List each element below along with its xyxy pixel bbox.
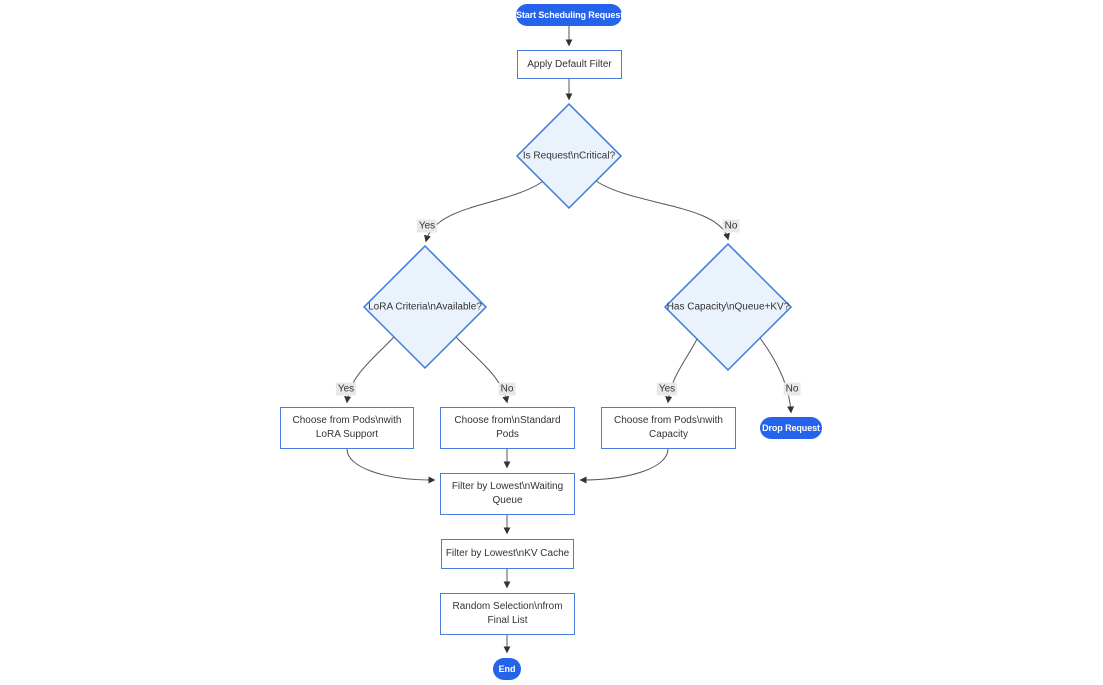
diamond-lora-criteria [362, 244, 488, 370]
node-filter-kv-cache-label: Filter by Lowest\nKV Cache [445, 548, 570, 559]
edge-critical-yes-to-lora [424, 181, 543, 243]
node-filter-waiting-queue: Filter by Lowest\nWaiting Queue [440, 473, 575, 515]
node-choose-lora-pods: Choose from Pods\nwith LoRA Support [280, 407, 414, 449]
edge-label-lora-yes: Yes [335, 382, 357, 396]
node-apply-default-filter-label: Apply Default Filter [527, 58, 612, 70]
node-lora-criteria-label: LoRA Criteria\nAvailable? [368, 301, 482, 313]
node-choose-standard-pods: Choose from\nStandard Pods [440, 407, 575, 449]
diamond-is-critical [515, 102, 623, 210]
node-choose-capacity-pods: Choose from Pods\nwith Capacity [601, 407, 736, 449]
edge-capacity-no-to-drop [759, 337, 795, 414]
edge-label-lora-no: No [498, 382, 516, 396]
node-choose-standard-pods-label: Choose from\nStandard Pods [454, 415, 561, 440]
node-random-selection-label: Random Selection\nfrom Final List [452, 601, 563, 626]
node-choose-capacity-pods-label: Choose from Pods\nwith Capacity [614, 415, 723, 440]
node-filter-waiting-queue-label: Filter by Lowest\nWaiting Queue [451, 481, 564, 506]
edge-lora-pods-to-filter-queue [346, 448, 436, 484]
node-has-capacity-label: Has Capacity\nQueue+KV? [666, 301, 790, 313]
node-end-label: End [498, 664, 516, 674]
node-start: Start Scheduling Request [516, 4, 624, 26]
node-start-label: Start Scheduling Request [516, 10, 624, 20]
edge-critical-no-to-capacity [595, 180, 730, 241]
node-choose-lora-pods-label: Choose from Pods\nwith LoRA Support [292, 415, 402, 440]
edge-label-critical-no: No [722, 219, 740, 233]
node-end: End [493, 658, 521, 680]
node-is-critical-label: Is Request\nCritical? [522, 150, 616, 162]
node-filter-kv-cache: Filter by Lowest\nKV Cache [441, 539, 574, 569]
edge-label-capacity-no: No [783, 382, 801, 396]
node-random-selection: Random Selection\nfrom Final List [440, 593, 575, 635]
edge-label-capacity-yes: Yes [656, 382, 678, 396]
node-drop-request: Drop Request [760, 417, 822, 439]
edge-capacity-pods-to-filter-queue [579, 448, 669, 484]
edge-label-critical-yes: Yes [416, 219, 438, 233]
node-apply-default-filter: Apply Default Filter [517, 50, 622, 79]
node-drop-request-label: Drop Request [762, 423, 820, 433]
diamond-has-capacity [663, 242, 793, 372]
